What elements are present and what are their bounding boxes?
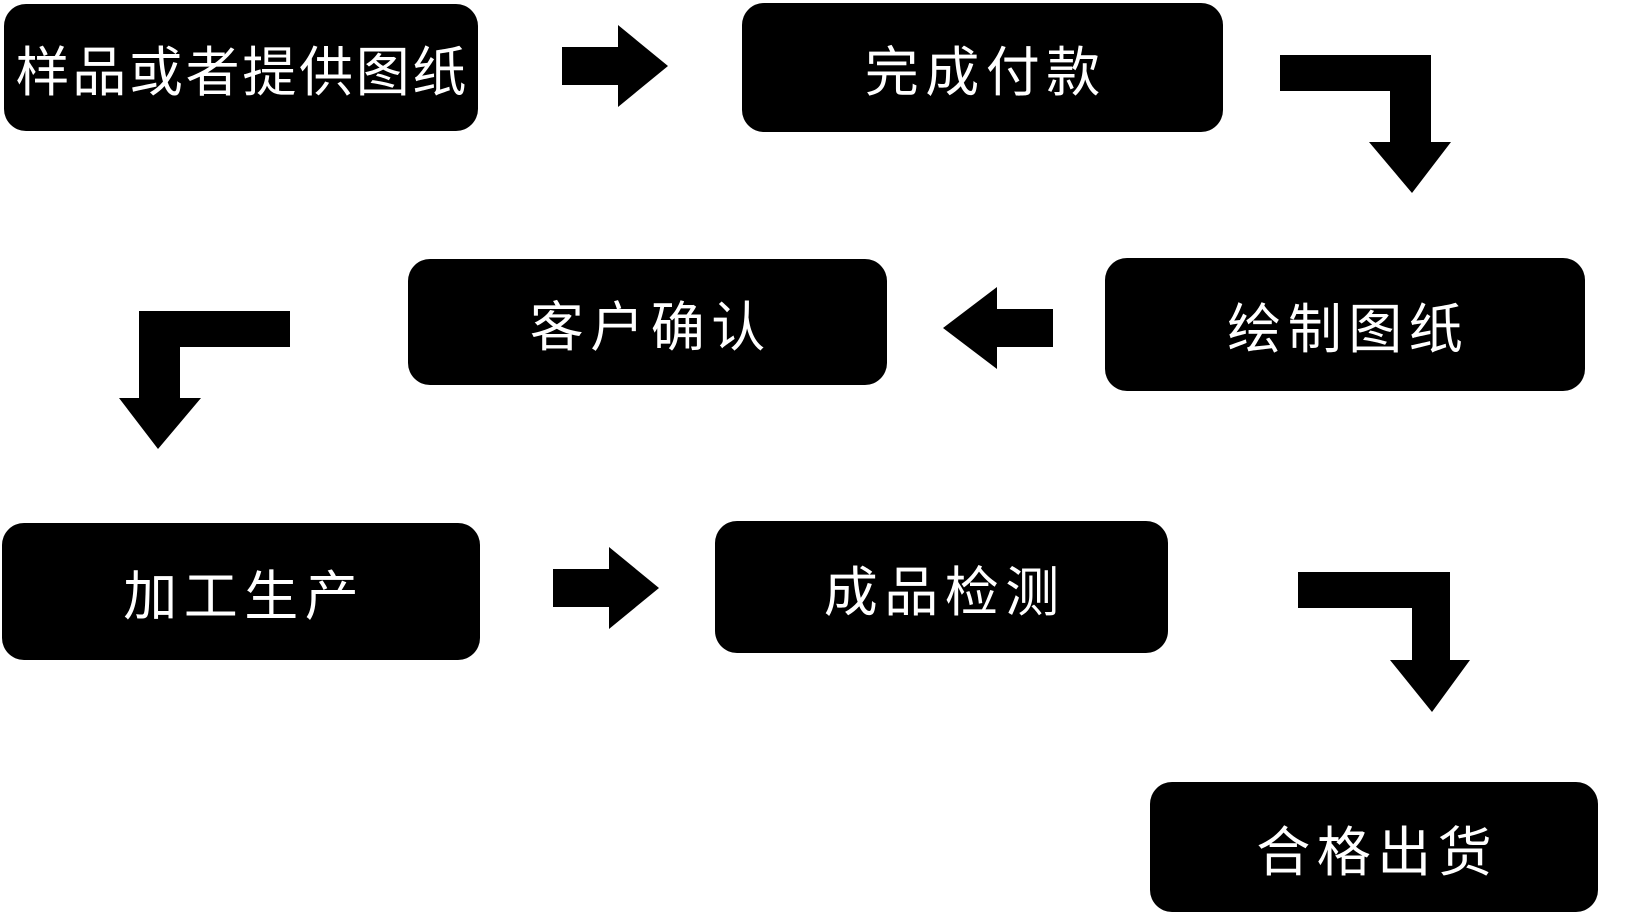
arrow-elbow-shape [1298,572,1470,712]
flow-node-sample-or-drawing: 样品或者提供图纸 [4,4,478,131]
arrow-elbow-right-down-icon [1280,55,1451,193]
arrow-right-icon [553,547,659,629]
arrow-right-icon [562,25,668,107]
arrow-right-shape [562,25,668,107]
arrow-elbow-right-down-icon [1298,572,1470,712]
arrow-right-shape [553,547,659,629]
arrow-elbow-left-down-icon [119,311,290,449]
flow-node-customer-confirm: 客户确认 [408,259,887,385]
arrow-elbow-shape [1280,55,1451,193]
arrow-left-shape [943,287,1053,369]
flow-node-processing-production: 加工生产 [2,523,480,660]
arrow-left-icon [943,287,1053,369]
arrow-elbow-shape [119,311,290,449]
flow-node-draw-drawings: 绘制图纸 [1105,258,1585,391]
flow-node-complete-payment: 完成付款 [742,3,1223,132]
flow-node-qualified-shipment: 合格出货 [1150,782,1598,912]
flow-node-finished-product-inspection: 成品检测 [715,521,1168,653]
